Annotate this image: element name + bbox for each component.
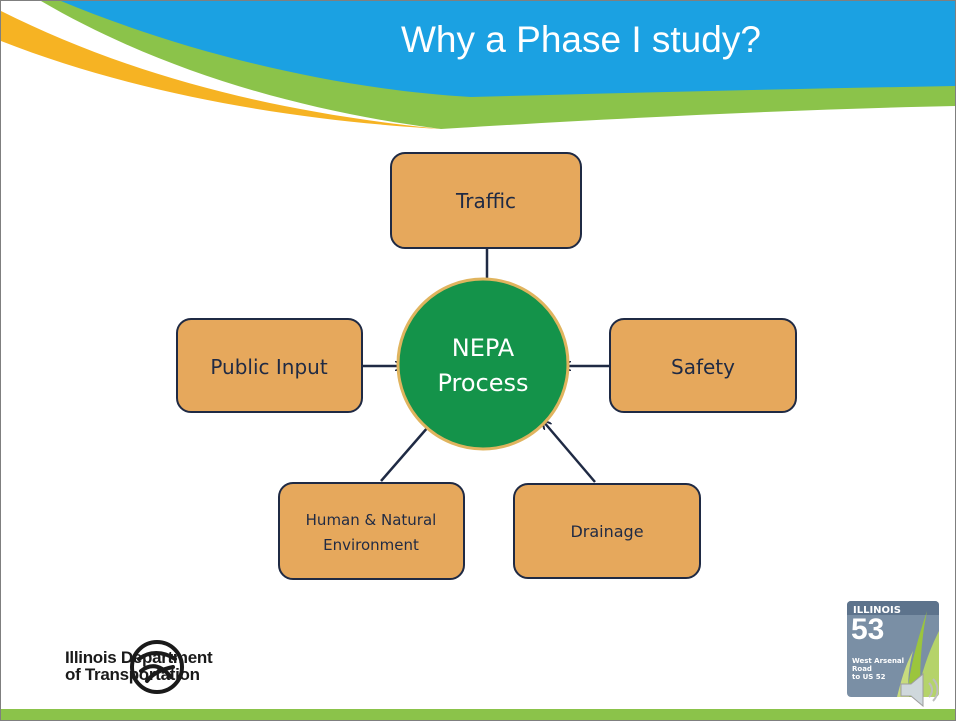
badge-description: West Arsenal Road to US 52 — [852, 657, 922, 681]
speaker-icon[interactable] — [899, 671, 945, 709]
badge-line2: to US 52 — [852, 673, 886, 681]
node-traffic-label: Traffic — [455, 189, 516, 213]
project-badge-graphic — [847, 601, 939, 697]
arrow-human-environment — [380, 419, 435, 482]
slide-title: Why a Phase I study? — [401, 19, 761, 60]
node-safety: Safety — [609, 318, 797, 413]
footer-green-bar — [1, 709, 955, 720]
node-nepa-process: NEPA Process — [396, 277, 570, 451]
header-blue-band — [61, 1, 955, 97]
arrow-drainage — [543, 421, 596, 483]
badge-line1: West Arsenal Road — [852, 657, 905, 673]
node-drainage: Drainage — [513, 483, 701, 579]
badge-state: ILLINOIS — [853, 605, 901, 616]
node-human-environment: Human & Natural Environment — [278, 482, 465, 580]
node-human-environment-line2: Environment — [323, 536, 419, 554]
node-human-environment-line1: Human & Natural — [306, 511, 437, 529]
node-safety-label: Safety — [671, 355, 735, 379]
node-nepa-line2: Process — [437, 369, 528, 397]
idot-logo-text: Illinois Department of Transportation — [65, 648, 213, 684]
badge-route-number: 53 — [851, 613, 885, 646]
idot-logo-icon — [130, 640, 184, 694]
idot-logo-line1: Illinois Department — [65, 648, 213, 667]
header-decoration — [1, 1, 955, 129]
header-yellow-swoosh — [1, 11, 441, 129]
node-traffic: Traffic — [390, 152, 582, 249]
idot-logo-line2: of Transportation — [65, 665, 200, 684]
node-public-input: Public Input — [176, 318, 363, 413]
node-drainage-label: Drainage — [570, 522, 643, 541]
node-nepa-line1: NEPA — [452, 334, 515, 362]
node-public-input-label: Public Input — [210, 355, 327, 379]
